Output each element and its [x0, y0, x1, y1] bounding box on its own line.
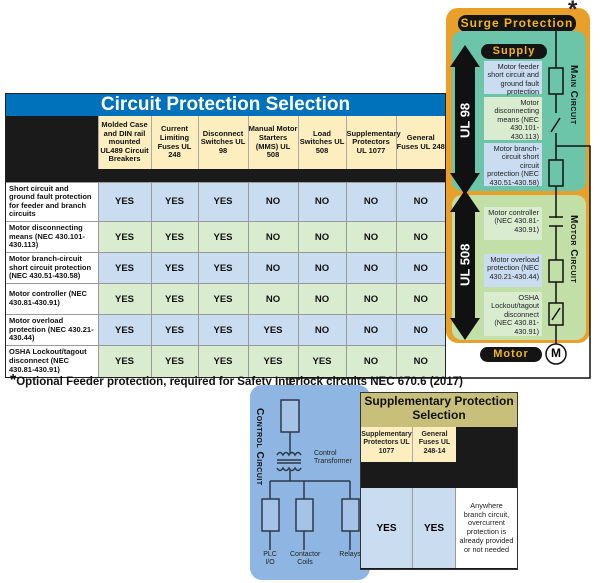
row-label: Short circuit and ground fault protectio…	[6, 181, 98, 222]
ul98-arrow: UL 98	[450, 45, 480, 195]
cell-value: YES	[297, 345, 346, 377]
note-controller: Motor controller (NEC 430.81-430.91)	[484, 207, 542, 240]
column-header: Molded Case and DIN rail mounted UL489 C…	[97, 116, 151, 169]
circuit-protection-table: Circuit Protection Selection Molded Case…	[5, 93, 446, 378]
cell-value: NO	[345, 283, 396, 315]
cell-value: YES	[197, 283, 248, 315]
motor-circuit-label: Motor Circuit	[568, 215, 579, 284]
cell-value: NO	[297, 283, 346, 315]
surge-protection-label: Surge Protection	[458, 15, 576, 32]
cell-value: YES	[197, 345, 248, 377]
overload-symbol	[548, 259, 564, 283]
note-overload: Motor overload protection (NEC 430.21-43…	[484, 254, 542, 287]
cell-value: NO	[297, 252, 346, 284]
cell-value: NO	[297, 221, 346, 253]
branch-protection-symbol	[548, 159, 564, 187]
cell-value: NO	[395, 181, 445, 222]
cell-value: YES	[97, 252, 151, 284]
feeder-protection-symbol	[548, 67, 564, 95]
cell-value: NO	[247, 283, 298, 315]
cell-value: NO	[345, 252, 396, 284]
motor-symbol	[545, 343, 567, 365]
asterisk: *	[568, 0, 578, 23]
control-circuit-label: Control Circuit	[254, 408, 265, 486]
cell-value: YES	[97, 181, 151, 222]
load-contactor: Contactor Coils	[290, 551, 321, 567]
cell-value: YES	[97, 221, 151, 253]
load-plc: PLC I/O	[263, 551, 277, 567]
cell-value: YES	[150, 283, 198, 315]
control-circuit-wiring	[261, 399, 360, 550]
header-row: Molded Case and DIN rail mounted UL489 C…	[6, 116, 445, 169]
note-feeder: Motor feeder short circuit and ground fa…	[484, 61, 542, 96]
motor-label: Motor	[480, 347, 542, 362]
asterisk: *	[10, 372, 17, 389]
supp-value: YES	[413, 488, 456, 568]
cell-value: YES	[197, 181, 248, 222]
note-branch: Motor branch-circuit short circuit prote…	[484, 143, 542, 186]
table-row: OSHA Lockout/tagout disconnect (NEC 430.…	[6, 345, 445, 377]
table-row: Motor disconnecting means (NEC 430.101-4…	[6, 221, 445, 253]
cell-value: YES	[247, 314, 298, 346]
supp-column-header: General Fuses UL 248-14	[413, 427, 456, 462]
cell-value: NO	[345, 181, 396, 222]
cell-value: NO	[345, 314, 396, 346]
main-circuit-label: Main Circuit	[568, 65, 579, 125]
cell-value: NO	[395, 283, 445, 315]
cell-value: YES	[97, 283, 151, 315]
supp-value: YES	[361, 488, 413, 568]
row-label: Motor overload protection (NEC 430.21-43…	[6, 314, 98, 346]
table-row: Short circuit and ground fault protectio…	[6, 181, 445, 222]
cell-value: NO	[247, 181, 298, 222]
supplementary-protection-table: Supplementary Protection Selection Suppl…	[360, 392, 518, 570]
column-header: Current Limiting Fuses UL 248	[150, 116, 198, 169]
cell-value: YES	[197, 252, 248, 284]
table-row: Motor branch-circuit short circuit prote…	[6, 252, 445, 284]
cell-value: YES	[247, 345, 298, 377]
supply-label: Supply	[481, 44, 547, 59]
row-label: Motor controller (NEC 430.81-430.91)	[6, 283, 98, 315]
control-transformer-label: Control Transformer	[314, 450, 352, 466]
column-header: General Fuses UL 248	[395, 116, 445, 169]
note-lockout: OSHA Lockout/tagout disconnect (NEC 430.…	[484, 292, 542, 336]
cell-value: YES	[97, 314, 151, 346]
cell-value: NO	[395, 221, 445, 253]
load-relays: Relays	[339, 551, 361, 558]
cell-value: NO	[345, 345, 396, 377]
supp-note: Anywhere branch circuit, overcurrent pro…	[456, 488, 517, 568]
cell-value: YES	[150, 252, 198, 284]
row-label: Motor branch-circuit short circuit prote…	[6, 252, 98, 284]
cell-value: YES	[197, 314, 248, 346]
table-title: Circuit Protection Selection	[6, 94, 445, 116]
ul508-arrow: UL 508	[450, 190, 480, 340]
cell-value: YES	[150, 181, 198, 222]
cell-value: NO	[297, 314, 346, 346]
note-disconnect: Motor disconnecting means (NEC 430.101-4…	[484, 97, 542, 140]
cell-value: NO	[247, 221, 298, 253]
cell-value: YES	[97, 345, 151, 377]
supp-column-header: Supplementary Protectors UL 1077	[361, 427, 413, 462]
cell-value: NO	[345, 221, 396, 253]
supp-table-title: Supplementary Protection Selection	[361, 393, 517, 427]
row-label: OSHA Lockout/tagout disconnect (NEC 430.…	[6, 345, 98, 377]
cell-value: YES	[197, 221, 248, 253]
column-header: Manual Motor Starters (MMS) UL 508	[247, 116, 298, 169]
cell-value: NO	[395, 345, 445, 377]
column-header: Supplementary Protectors UL 1077	[345, 116, 401, 169]
cell-value: NO	[395, 252, 445, 284]
cell-value: YES	[150, 314, 198, 346]
column-header: Disconnect Switches UL 98	[197, 116, 248, 169]
table-row: Motor overload protection (NEC 430.21-43…	[6, 314, 445, 346]
cell-value: YES	[150, 221, 198, 253]
cell-value: YES	[150, 345, 198, 377]
column-header: Load Switches UL 508	[297, 116, 346, 169]
cell-value: NO	[395, 314, 445, 346]
disconnect-switch	[550, 117, 561, 133]
motor-m: M	[551, 346, 561, 360]
row-label: Motor disconnecting means (NEC 430.101-4…	[6, 221, 98, 253]
cell-value: NO	[297, 181, 346, 222]
cell-value: NO	[247, 252, 298, 284]
